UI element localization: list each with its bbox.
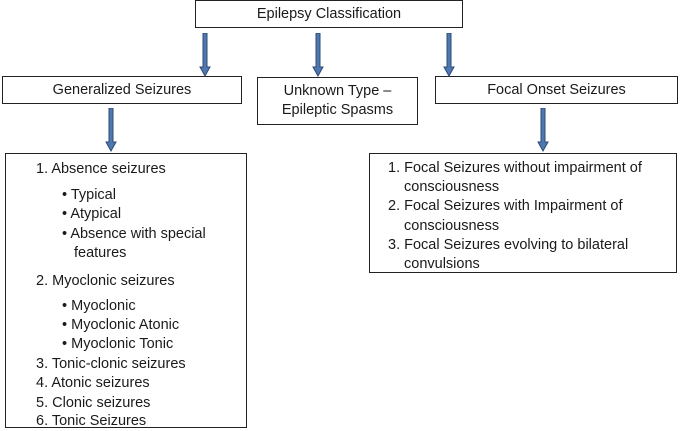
focal-list: 1. Focal Seizures without impairment of … — [369, 153, 677, 273]
list-item: 3. Tonic-clonic seizures — [36, 356, 186, 372]
focal-label: Focal Onset Seizures — [487, 81, 626, 98]
list-item: features — [74, 245, 127, 261]
list-item: 5. Clonic seizures — [36, 395, 151, 411]
unknown-line2: Epileptic Spasms — [281, 102, 394, 118]
list-item-text: Atypical — [70, 206, 122, 222]
list-item-text: Absence with special — [70, 226, 206, 242]
list-item: • Myoclonic — [62, 298, 136, 314]
list-item: consciousness — [404, 179, 500, 195]
list-item: convulsions — [404, 256, 480, 272]
unknown-node: Unknown Type – Epileptic Spasms — [257, 77, 418, 125]
generalized-label: Generalized Seizures — [52, 81, 192, 98]
list-item: 4. Atonic seizures — [36, 375, 150, 391]
list-item-text: Myoclonic — [71, 298, 136, 314]
arrow-down-icon — [105, 108, 117, 152]
list-item: 2. Focal Seizures with Impairment of — [388, 198, 623, 214]
arrow-down-icon — [199, 33, 211, 77]
list-item: 1. Absence seizures — [36, 161, 166, 177]
list-item-text: Typical — [70, 187, 116, 203]
list-item: • Typical — [62, 187, 116, 203]
unknown-line1: Unknown Type – — [283, 83, 392, 99]
list-item: • Atypical — [62, 206, 122, 222]
list-item-text: Myoclonic Atonic — [71, 317, 180, 333]
generalized-list: 1. Absence seizures • Typical • Atypical… — [5, 153, 247, 429]
arrow-down-icon — [443, 33, 455, 77]
list-item: 3. Focal Seizures evolving to bilateral — [388, 237, 629, 253]
arrow-down-icon — [312, 33, 324, 77]
arrow-down-icon — [537, 108, 549, 152]
list-item-text: Myoclonic Tonic — [71, 336, 174, 352]
list-item: • Absence with special — [62, 226, 206, 242]
root-label: Epilepsy Classification — [256, 5, 402, 22]
list-item: • Myoclonic Atonic — [62, 317, 180, 333]
list-item: consciousness — [404, 218, 500, 234]
focal-node: Focal Onset Seizures — [435, 76, 678, 104]
root-node: Epilepsy Classification — [195, 0, 463, 28]
list-item: • Myoclonic Tonic — [62, 336, 174, 352]
generalized-node: Generalized Seizures — [2, 76, 242, 104]
list-item: 2. Myoclonic seizures — [36, 273, 175, 289]
list-item: 6. Tonic Seizures — [36, 413, 147, 429]
list-item: 1. Focal Seizures without impairment of — [388, 160, 642, 176]
